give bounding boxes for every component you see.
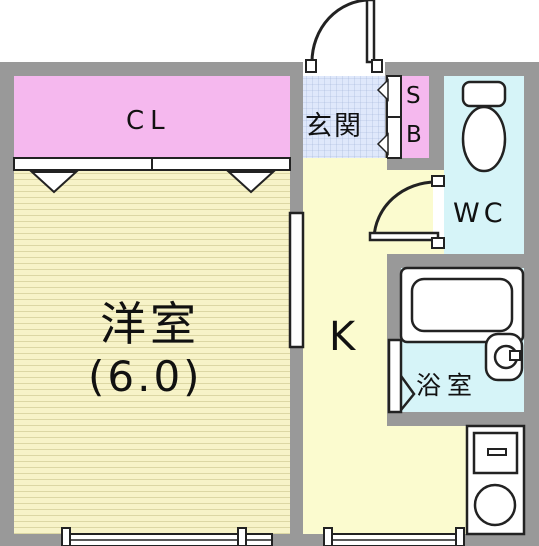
western-room-floor <box>14 170 290 534</box>
closet-door-marker <box>226 171 276 194</box>
closet-door-marker <box>29 171 79 194</box>
entrance-door-swing <box>310 0 371 63</box>
western-room-label: 洋室 <box>100 297 200 351</box>
entrance-label: 玄関 <box>305 111 363 142</box>
toilet-door-swing <box>372 180 437 239</box>
shoe-box-label-bottom: B <box>406 122 422 148</box>
kitchen-label: K <box>329 314 356 360</box>
closet-label: CL <box>126 106 171 136</box>
bath-label: 浴室 <box>416 371 479 400</box>
western-room-size: (6.0) <box>88 352 203 401</box>
room-sliding-door <box>288 211 305 349</box>
bath-door <box>387 338 403 414</box>
toilet-bowl <box>461 105 507 173</box>
entrance-floor <box>303 76 385 158</box>
shoe-box <box>401 76 429 158</box>
toilet-label: WC <box>453 198 507 229</box>
entrance-door <box>365 0 376 64</box>
toilet-door <box>368 231 440 242</box>
shoe-box-label-top: S <box>406 83 421 109</box>
toilet-tank <box>461 80 507 108</box>
kitchen-floor <box>303 170 387 534</box>
closet-area <box>14 76 290 158</box>
